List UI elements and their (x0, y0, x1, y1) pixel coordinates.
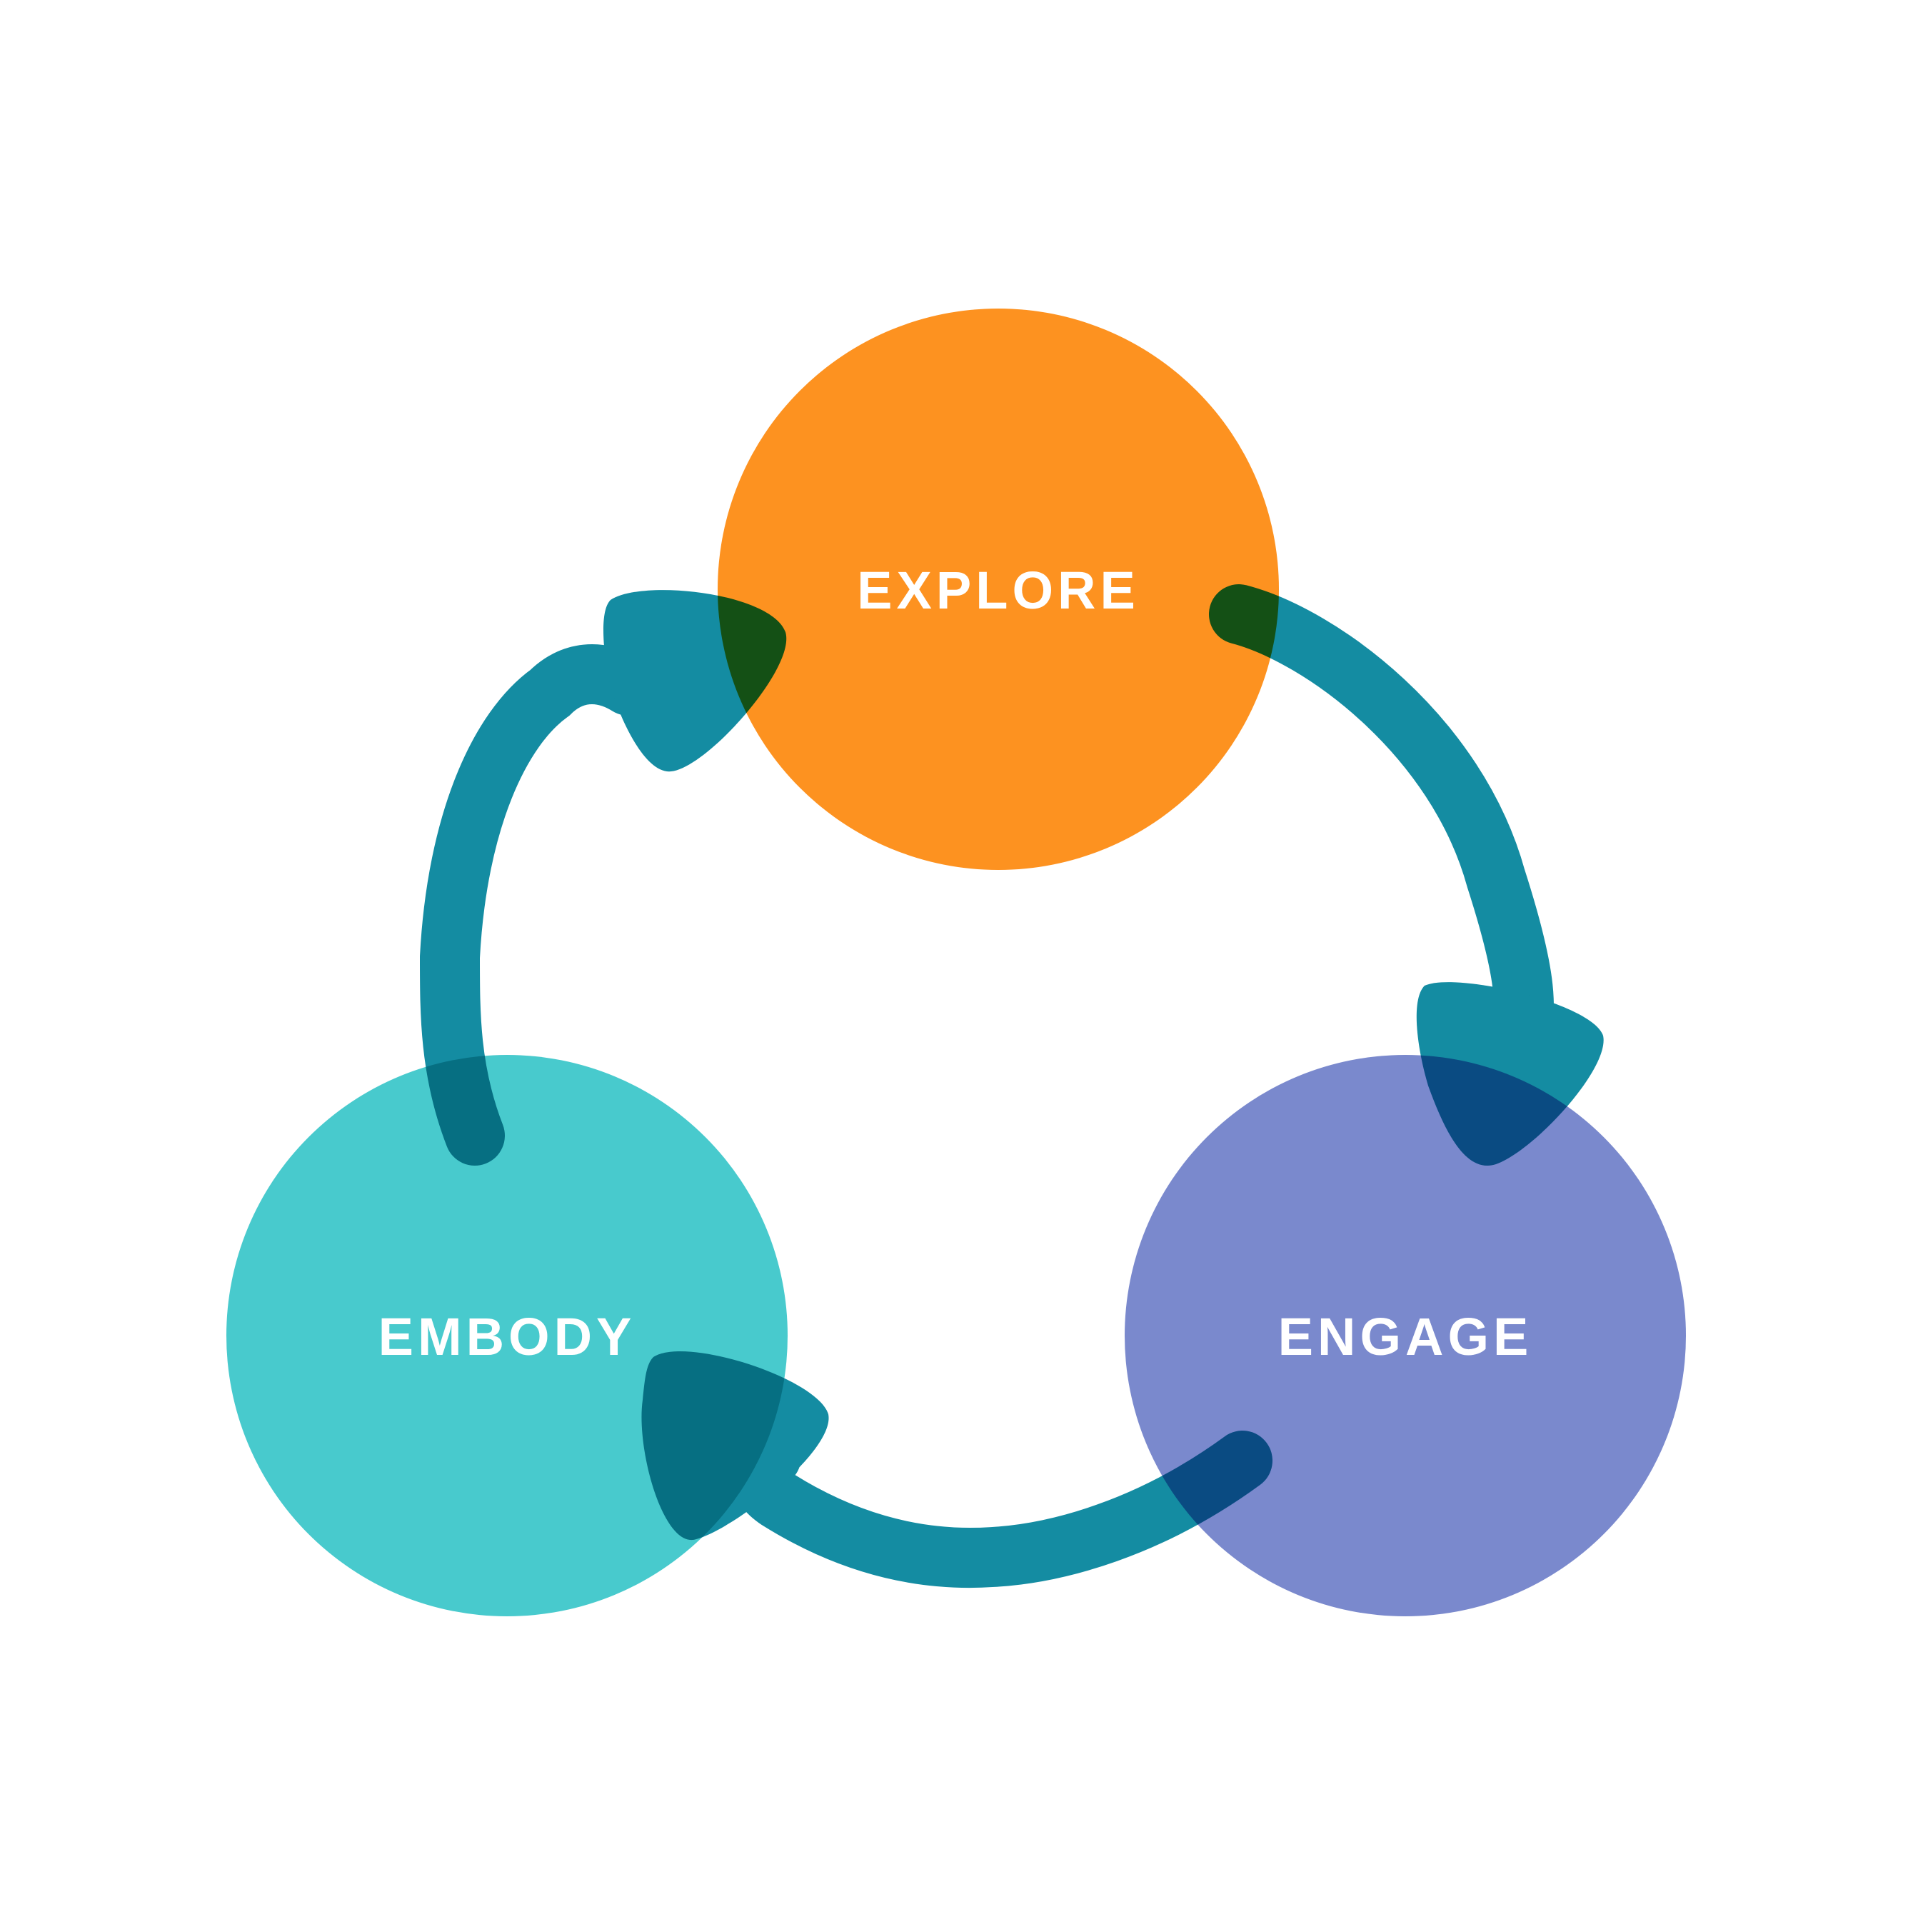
stage-explore-circle (718, 309, 1279, 870)
arrow-engage-to-embody (641, 1351, 1272, 1588)
stage-explore: EXPLORE (718, 309, 1279, 870)
arrow-engage-to-embody-head (641, 1351, 829, 1541)
arrow-engage-to-embody-shaft (731, 1427, 1272, 1588)
stage-embody: EMBODY (226, 1055, 788, 1616)
stage-engage-label: ENGAGE (1278, 1307, 1533, 1366)
stage-embody-circle (226, 1055, 788, 1616)
arrow-embody-to-explore-shaft (419, 644, 658, 1166)
arrow-explore-to-engage-head (1416, 982, 1604, 1166)
arrow-embody-to-explore (419, 590, 787, 1166)
arrow-explore-to-engage-shaft (1209, 584, 1554, 1073)
stage-explore-label: EXPLORE (857, 561, 1140, 620)
stage-embody-label: EMBODY (378, 1307, 636, 1366)
arrow-embody-to-explore-head (603, 590, 787, 772)
arrow-explore-to-engage (1209, 584, 1604, 1166)
stage-engage: ENGAGE (1125, 1055, 1686, 1616)
